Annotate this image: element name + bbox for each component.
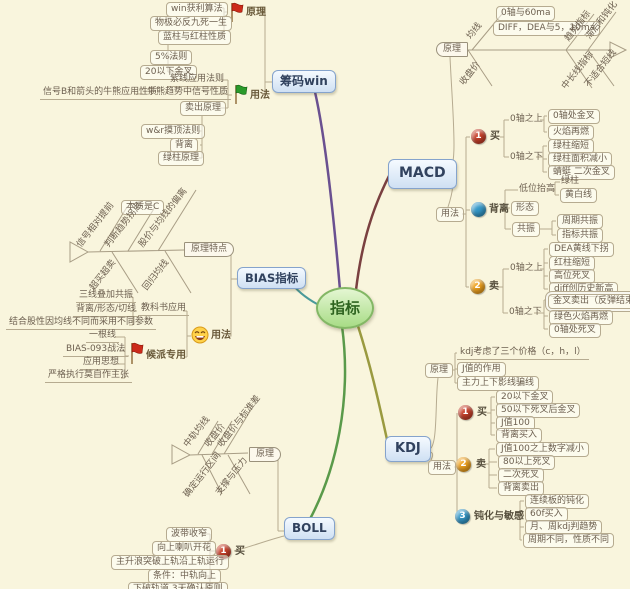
macd-yuanli-head: 原理 — [436, 42, 469, 58]
node-sell-principle: 卖出原理 — [180, 101, 227, 117]
green-flag-icon — [235, 84, 248, 104]
macd-sell-above: 0轴之上 — [510, 263, 543, 273]
branch-chouma-win: 筹码win — [272, 70, 336, 93]
macd-buy-above: 0轴之上 — [510, 114, 543, 124]
node-laba-kaihua: 向上喇叭开花 — [152, 541, 217, 557]
branch-boll: BOLL — [284, 517, 335, 540]
kdj-buy-label: 买 — [477, 407, 487, 418]
kdj-dunhua-icon: 3 — [455, 509, 470, 524]
kdj-yongfa-label: 用法 — [428, 460, 457, 476]
node-gongzhen: 共振 — [512, 222, 541, 238]
node-beili-sell: 背离卖出 — [498, 481, 545, 497]
branch-curve-kdj — [356, 325, 390, 445]
node-yigenxian: 一根线 — [86, 330, 120, 344]
branch-curve-boll — [308, 325, 347, 520]
kdj-sell-label: 卖 — [476, 459, 486, 470]
node-dea-turn-down: DEA黄线下拐 — [549, 242, 614, 258]
node-bodai-shouzhai: 波带收窄 — [166, 527, 213, 543]
kdj-dunhua-label: 钝化与敏感 — [474, 511, 524, 522]
node-zhuli-pianxian: 主力上下影线骗线 — [457, 376, 540, 392]
node-benzhi-c: 本质是C — [121, 200, 165, 216]
macd-diwei-taigao: 低位抬高 — [519, 184, 556, 194]
macd-buy-icon: 1 — [471, 129, 486, 144]
macd-yongfa-label: 用法 — [436, 207, 465, 223]
node-yingyong-sixiang: 应用思想 — [80, 357, 123, 371]
branch-bias: BIAS指标 — [237, 267, 307, 290]
node-wr-top: w&r摸顶法则 — [141, 124, 206, 140]
node-xiapo-guidao: 下破轨道 3天确认原则 — [128, 582, 228, 589]
node-beili-xingtai-qiexian: 背离/形态/切线 — [73, 304, 140, 318]
node-gold-cross-sell: 金叉卖出（反弹结束） — [548, 294, 630, 310]
bias-yuanli-head: 原理特点 — [184, 242, 235, 258]
branch-macd: MACD — [388, 159, 457, 189]
fishbone-arrow-macd — [609, 41, 628, 59]
node-axis-gold-cross: 0轴处金叉 — [548, 109, 600, 125]
macd-sell-below: 0轴之下 — [509, 307, 542, 317]
node-j-value-role: J值的作用 — [457, 362, 506, 378]
node-houpai: 候派专用 — [146, 350, 186, 361]
laughing-emoji-icon — [191, 326, 209, 344]
branch-kdj: KDJ — [385, 436, 431, 463]
macd-divergence-icon — [471, 202, 486, 217]
node-axis-dead-cross: 0轴处死叉 — [549, 323, 601, 339]
boll-buy-label: 买 — [235, 546, 245, 557]
node-20-gold-cross: 20以下金叉 — [140, 65, 198, 81]
kdj-yuanli-label: 原理 — [425, 363, 454, 379]
branch-curve-macd — [354, 173, 392, 291]
macd-buy-below: 0轴之下 — [510, 152, 543, 162]
node-sanxian-gongzhen: 三线叠加共振 — [76, 290, 137, 304]
node-axis60ma: 0轴与60ma — [496, 6, 556, 22]
macd-buy-label: 买 — [490, 131, 500, 142]
node-zhibiao-gongzhen: 指标共振 — [557, 228, 604, 244]
chouma-yongfa-label: 用法 — [250, 90, 270, 101]
node-win-algo: win获利算法 — [166, 2, 228, 18]
node-second-gold-cross: 蜻蜓 二次金叉 — [548, 165, 615, 181]
macd-divergence-label: 背离 — [489, 204, 509, 215]
macd-sell-icon: 2 — [470, 279, 485, 294]
node-guxing-canshu: 结合股性因均线不同而采用不同参数 — [6, 317, 157, 331]
node-signal-b: 信号B和箭头的牛熊应用性质 — [40, 87, 161, 101]
macd-sell-label: 卖 — [489, 281, 499, 292]
bias-yongfa-label: 用法 — [211, 330, 231, 341]
kdj-buy-icon: 1 — [458, 405, 473, 420]
connector-lines — [114, 7, 560, 589]
node-zhushenglang: 主升浪突破上轨沿上轨运行 — [111, 555, 230, 571]
node-wuji-bifan: 物极必反九死一生 — [150, 16, 233, 32]
node-diff-dea: DIFF，DEA与5，10ma — [493, 21, 601, 37]
node-huangbaixian: 黄白线 — [560, 188, 598, 204]
node-zhouqi-gongzhen: 周期共振 — [557, 214, 604, 230]
node-flame-relight: 火焰再燃 — [548, 125, 595, 141]
red-flag-icon — [231, 2, 244, 22]
node-xingtai: 形态 — [511, 201, 540, 217]
node-lvzhu-principle: 绿柱原理 — [158, 151, 205, 167]
node-kdj-three-prices: kdj考虑了三个价格（c，h，l） — [457, 347, 589, 361]
kdj-sell-icon: 2 — [456, 457, 471, 472]
node-niuxiong-signal: 牛熊趋势中信号性质 — [144, 87, 232, 101]
node-5-rule: 5%法则 — [150, 50, 193, 66]
node-zixian-rule: 紫线应用法则 — [167, 74, 228, 88]
fishbone-arrow-boll — [171, 444, 192, 465]
node-jiaokeshu: 教科书应用 — [138, 303, 190, 317]
node-bias-093: BIAS-093战法 — [63, 344, 129, 358]
node-yange-zhixing: 严格执行莫自作主张 — [45, 370, 133, 384]
boll-yuanli-head: 原理 — [249, 447, 282, 463]
node-lanzhu-hongzhu: 蓝柱与红柱性质 — [158, 30, 232, 46]
fishbone-arrow-bias — [69, 241, 90, 263]
chouma-yuanli-label: 原理 — [246, 7, 266, 18]
branch-curve-chouma — [313, 91, 342, 291]
red-flag-icon-houpai — [131, 342, 144, 364]
node-lvzhu: 绿柱 — [561, 176, 580, 186]
center-topic: 指标 — [316, 287, 374, 329]
node-kdj-50-gold: 50以下死叉后金叉 — [496, 403, 581, 419]
node-beili-buy: 背离买入 — [496, 428, 543, 444]
node-zhouqi-butong: 周期不同，性质不同 — [523, 533, 615, 549]
